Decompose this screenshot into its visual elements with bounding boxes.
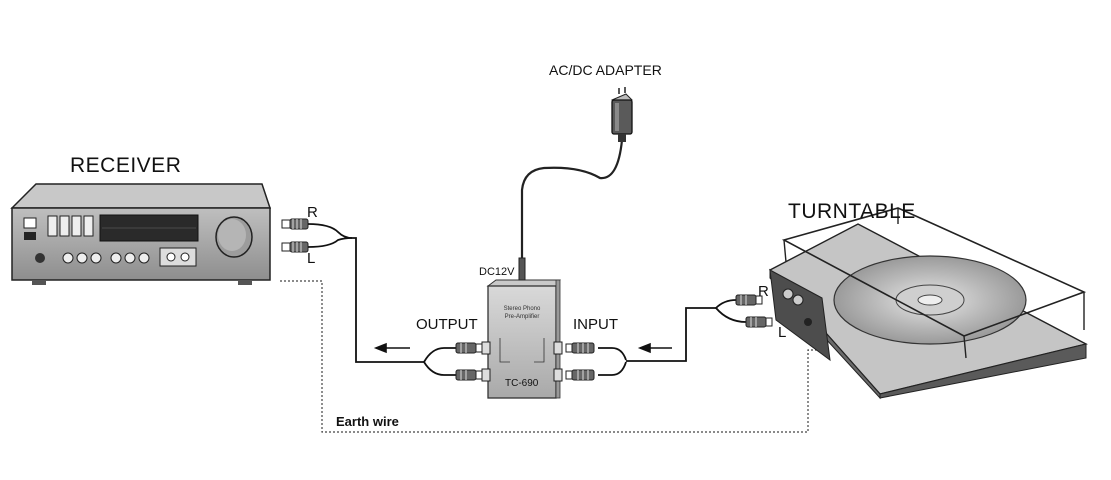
output-label: OUTPUT — [416, 316, 478, 333]
output-cable — [307, 223, 456, 376]
preamp-rca-plugs — [455, 342, 595, 381]
ac-adapter — [611, 87, 633, 142]
input-cable — [598, 299, 747, 376]
preamp-line1: Stereo Phono — [503, 306, 541, 312]
receiver-label: RECEIVER — [70, 154, 182, 177]
turntable-label: TURNTABLE — [788, 200, 916, 223]
turntable-device — [768, 207, 1088, 400]
dc-label: DC12V — [479, 266, 515, 278]
power-cable — [520, 139, 624, 258]
preamp-line2: Pre-Amplifier — [504, 314, 540, 320]
adapter-label: AC/DC ADAPTER — [549, 62, 662, 78]
receiver-device — [10, 183, 272, 285]
turntable-r-label: R — [758, 283, 769, 300]
receiver-l-label: L — [307, 250, 316, 267]
receiver-rca-plugs — [281, 218, 309, 253]
input-arrow — [637, 342, 672, 354]
earth-wire — [280, 280, 820, 433]
turntable-l-label: L — [778, 324, 787, 341]
input-label: INPUT — [573, 316, 618, 333]
output-arrow — [373, 342, 410, 354]
receiver-r-label: R — [307, 204, 318, 221]
turntable-rca-plugs — [735, 294, 773, 328]
preamp-box — [481, 257, 563, 399]
model-label: TC-690 — [505, 378, 539, 389]
earth-wire-label: Earth wire — [336, 414, 399, 429]
